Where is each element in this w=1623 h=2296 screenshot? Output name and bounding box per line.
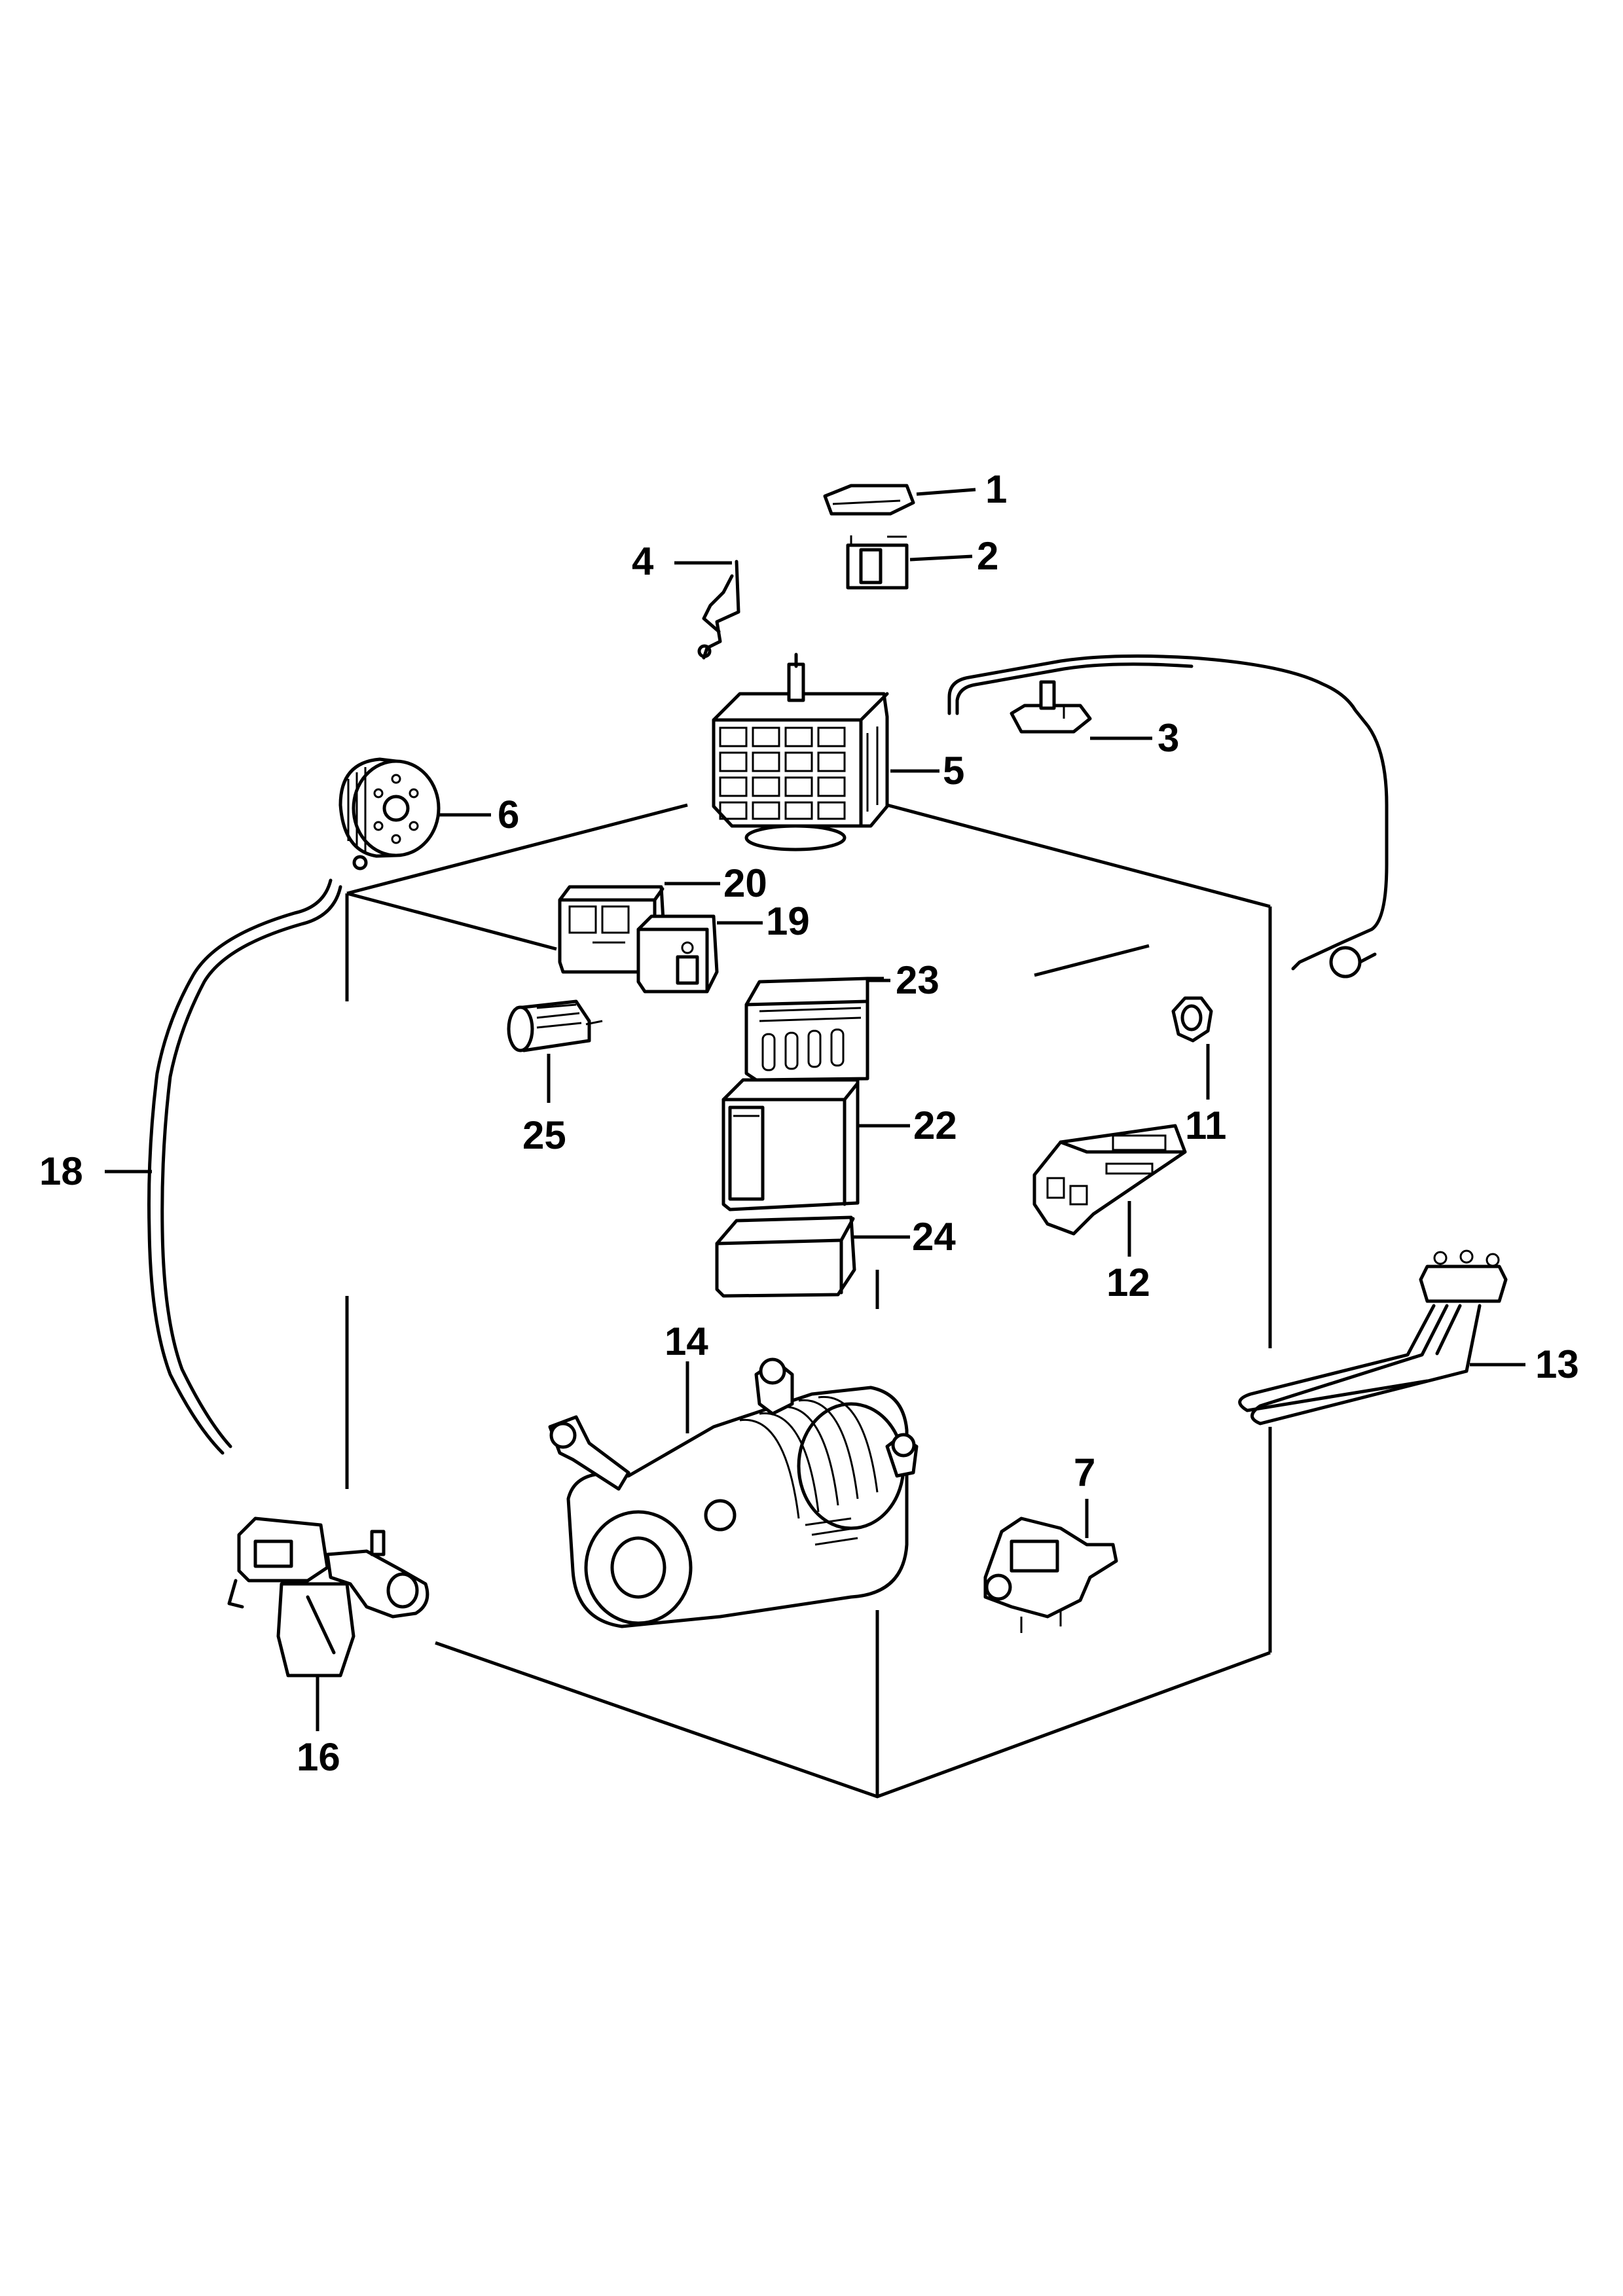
callout-12: 12 [1106, 1261, 1150, 1304]
part-4-wire-bracket: 4 [632, 539, 740, 660]
part-6-motor-unit: 6 [338, 757, 519, 870]
part-24-base: 24 [715, 1215, 956, 1298]
part-11-bushing: 11 [1171, 996, 1226, 1147]
part-2-switch: 2 [846, 534, 998, 590]
callout-24: 24 [912, 1215, 956, 1259]
callout-4: 4 [632, 539, 654, 583]
part-3-thermostat: 3 [947, 654, 1389, 978]
part-19-suppressor: 19 [636, 899, 810, 994]
callout-6: 6 [498, 793, 519, 836]
part-25-capacitor: 25 [507, 999, 603, 1157]
callout-11: 11 [1185, 1103, 1226, 1147]
part-1-cover: 1 [823, 467, 1007, 516]
part-22-electronic-module: 22 [721, 1078, 957, 1211]
callout-18: 18 [39, 1149, 83, 1193]
callout-22: 22 [913, 1103, 957, 1147]
callout-2: 2 [977, 534, 998, 578]
part-7-pump-valve: 7 [983, 1450, 1118, 1633]
callout-14: 14 [665, 1319, 708, 1363]
part-12-door-interlock: 12 [1032, 1124, 1187, 1304]
callout-3: 3 [1158, 716, 1179, 760]
callout-7: 7 [1074, 1450, 1095, 1494]
callout-5: 5 [943, 749, 964, 793]
callout-13: 13 [1535, 1342, 1579, 1386]
part-5-timer: 5 [712, 653, 964, 852]
callout-16: 16 [297, 1735, 340, 1779]
callout-19: 19 [766, 899, 810, 943]
part-13-heating-element: 13 [1238, 1249, 1579, 1426]
part-16-inlet-valve: 16 [227, 1516, 429, 1779]
cabinet-outline [345, 803, 1272, 1799]
part-14-motor: 14 [548, 1319, 919, 1628]
part-18-hose: 18 [39, 878, 342, 1455]
callout-1: 1 [985, 467, 1007, 511]
callout-20: 20 [723, 861, 767, 905]
callout-25: 25 [522, 1113, 566, 1157]
callout-23: 23 [896, 958, 939, 1002]
part-23-control-board: 23 [744, 958, 939, 1082]
